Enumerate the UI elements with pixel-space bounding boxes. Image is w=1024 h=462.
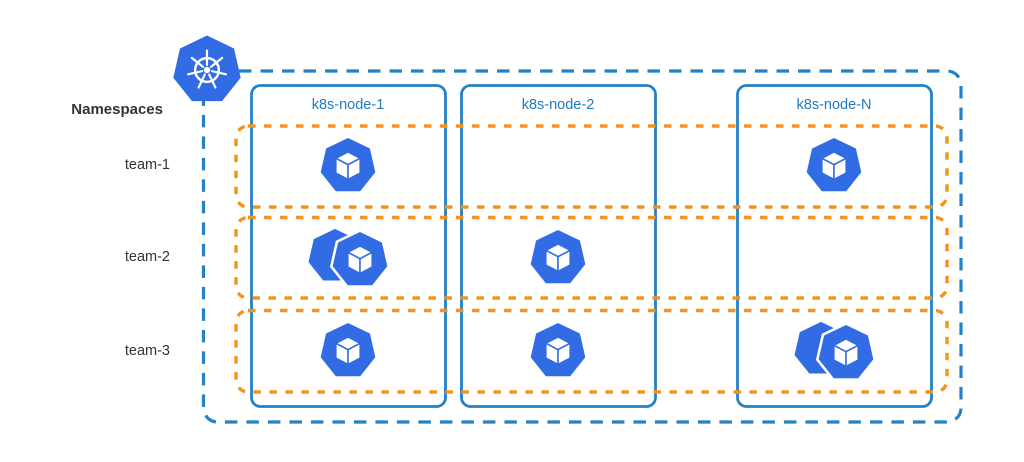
kubernetes-helm-wheel: [173, 35, 241, 102]
pod-icon: [317, 320, 379, 379]
pods-team-2-node-1: [304, 225, 392, 293]
pods-team-1-node-N: [802, 134, 866, 198]
node-N-box: [736, 84, 933, 408]
pods-team-3-node-2: [526, 319, 590, 383]
node-label-node-2: k8s-node-2: [521, 97, 595, 113]
pod-icon: [803, 135, 865, 194]
pods-team-3-node-N: [790, 318, 878, 386]
node-label-node-1: k8s-node-1: [311, 97, 385, 113]
pod-icon: [527, 227, 589, 286]
namespace-row-team-1: [234, 124, 949, 209]
namespace-label-team-3: team-3: [124, 343, 170, 359]
namespace-row-team-2: [234, 215, 949, 300]
namespace-row-team-3: [234, 308, 949, 394]
namespaces-legend-label: Namespaces: [71, 101, 163, 118]
kubernetes-logo-icon: [171, 32, 243, 108]
namespace-label-team-1: team-1: [124, 157, 170, 173]
pod-icon: [329, 229, 391, 288]
cluster-boundary: [201, 69, 963, 424]
pod-icon: [815, 322, 877, 381]
pods-team-1-node-1: [316, 134, 380, 198]
pod-icon: [317, 135, 379, 194]
node-label-node-N: k8s-node-N: [796, 97, 872, 113]
pod-icon: [527, 320, 589, 379]
pods-team-2-node-2: [526, 226, 590, 290]
pods-team-3-node-1: [316, 319, 380, 383]
namespace-label-team-2: team-2: [124, 249, 170, 265]
